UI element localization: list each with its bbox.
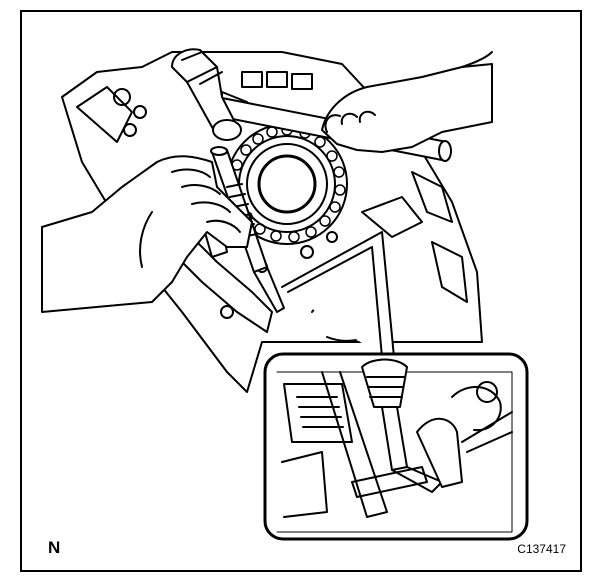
service-illustration bbox=[41, 48, 529, 541]
left-hand-icon bbox=[41, 155, 253, 313]
figure-code: C137417 bbox=[517, 542, 566, 556]
view-letter: N bbox=[48, 538, 61, 557]
hammer-icon bbox=[171, 48, 242, 141]
detail-inset-icon bbox=[263, 352, 529, 541]
right-hand-icon bbox=[321, 51, 493, 153]
leader-lines bbox=[281, 231, 395, 358]
illustration-frame: N C137417 bbox=[20, 10, 582, 572]
